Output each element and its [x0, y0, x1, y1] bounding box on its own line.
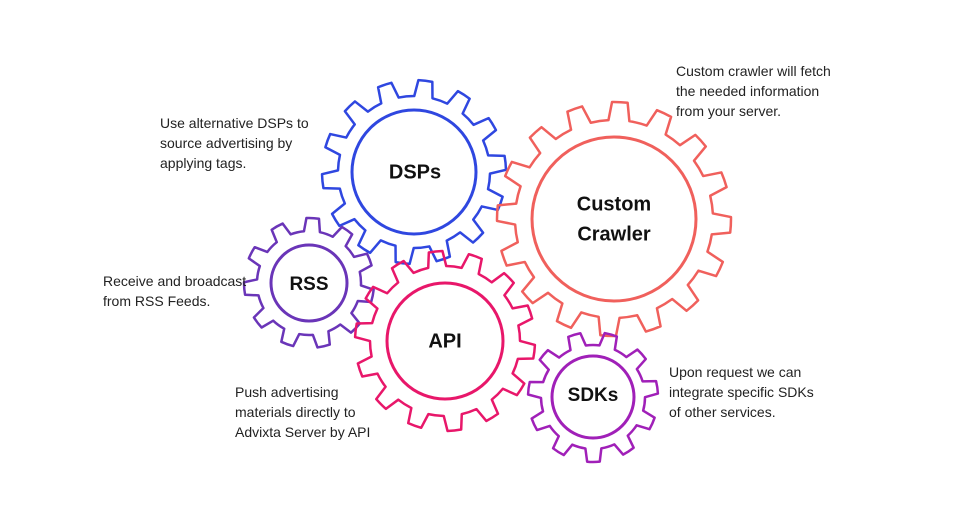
dsps-description-line: Use alternative DSPs to — [160, 115, 309, 131]
rss-gear: RSS — [242, 216, 375, 349]
dsps-gear-label: DSPs — [389, 161, 441, 183]
sdks-description-line: of other services. — [669, 404, 776, 420]
custom-crawler-gear-label-line2: Crawler — [577, 223, 651, 245]
sdks-gear-teeth — [526, 331, 660, 464]
api-description-line: Advixta Server by API — [235, 424, 371, 440]
dsps-description-line: source advertising by — [160, 135, 293, 151]
api-gear-inner-ring — [385, 281, 505, 401]
api-description-line: Push advertising — [235, 384, 339, 400]
custom-crawler-description: Custom crawler will fetch the needed inf… — [676, 61, 831, 121]
rss-description: Receive and broadcast from RSS Feeds. — [103, 271, 246, 311]
custom-crawler-description-line: from your server. — [676, 103, 782, 119]
dsps-gear: DSPs — [320, 78, 508, 266]
custom-crawler-gear-teeth — [495, 100, 733, 338]
custom-crawler-description-line: Custom crawler will fetch — [676, 63, 831, 79]
dsps-gear-teeth — [320, 78, 508, 266]
dsps-description: Use alternative DSPs to source advertisi… — [160, 113, 309, 173]
rss-description-line: Receive and broadcast — [103, 273, 247, 289]
dsps-gear-inner-ring — [350, 108, 478, 236]
api-gear-teeth — [353, 249, 537, 433]
api-gear: API — [353, 249, 537, 433]
rss-gear-label: RSS — [289, 274, 328, 295]
api-description-line: materials directly to — [235, 404, 356, 420]
custom-crawler-gear: Custom Crawler — [495, 100, 733, 338]
dsps-description-line: applying tags. — [160, 155, 247, 171]
sdks-description-line: Upon request we can — [669, 364, 802, 380]
sdks-description-line: integrate specific SDKs — [669, 384, 814, 400]
sdks-gear-label: SDKs — [568, 385, 619, 406]
api-description: Push advertising materials directly to A… — [235, 382, 370, 442]
custom-crawler-description-line: the needed information — [676, 83, 820, 99]
sdks-gear-inner-ring — [550, 354, 636, 440]
custom-crawler-gear-label-line1: Custom — [577, 193, 651, 215]
api-gear-label: API — [428, 330, 461, 352]
rss-description-line: from RSS Feeds. — [103, 293, 211, 309]
sdks-gear: SDKs — [526, 331, 660, 464]
rss-gear-inner-ring — [269, 243, 349, 323]
sdks-description: Upon request we can integrate specific S… — [669, 362, 814, 422]
custom-crawler-gear-inner-ring — [530, 135, 698, 303]
rss-gear-teeth — [242, 216, 375, 349]
